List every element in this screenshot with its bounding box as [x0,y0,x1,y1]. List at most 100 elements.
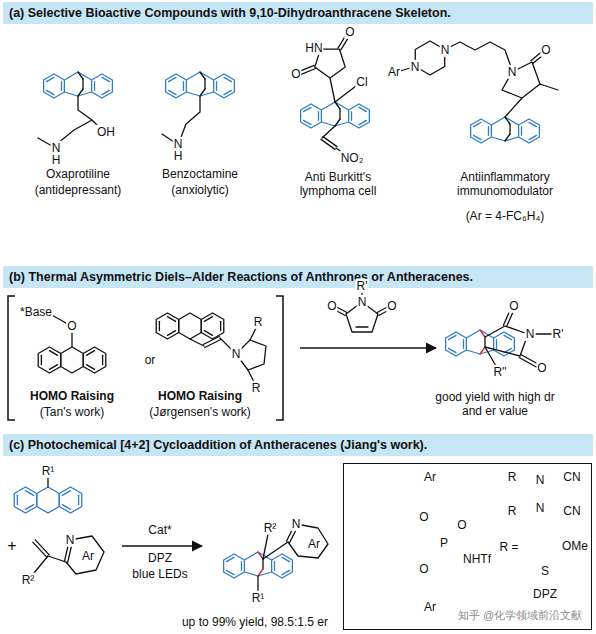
bond [250,328,256,340]
compound-name: Anti Burkitt's lymphoma cell [287,170,389,199]
strategy-label: HOMO Raising [29,389,115,403]
bond [322,126,335,138]
atom-label: OMe [561,540,589,554]
work-note: (Tan's work) [39,405,105,419]
bond [505,117,510,124]
bond [169,77,176,81]
section-heading: (a) Selective Bioactive Compounds with 9… [9,5,587,21]
bond [102,355,103,364]
bond [78,72,83,79]
bond [540,84,558,90]
condition-label: Cat* [147,523,172,537]
atom-label: O [456,519,467,533]
bond [258,552,263,559]
bond [491,117,518,125]
condition-label: DPZ [147,551,173,565]
atom-label: H [173,149,184,163]
atom-label: N [65,533,76,547]
bond [505,134,510,141]
bond [201,313,224,339]
atom-label: O [326,299,337,313]
bond [304,120,311,124]
bond [204,317,212,322]
bond [62,491,70,496]
bond [509,124,510,134]
plus-sign: + [6,536,17,555]
compound-note: (Ar = 4-FC₆H₄) [465,209,546,223]
atom-label: R [507,471,518,485]
bond [359,107,366,111]
atom-label: O [418,511,429,525]
compound-note: (antidepressant) [34,183,123,197]
bond [480,330,485,337]
bond [485,326,528,356]
bond [68,545,72,562]
bond [82,79,83,89]
bond [445,42,512,70]
atom-label: Cl [355,75,368,89]
bracket [276,296,283,420]
connector-word: or [144,353,157,367]
bond [58,120,92,143]
bond [282,570,289,574]
bond [166,74,187,98]
bond [102,77,109,81]
bond [47,77,54,81]
bond [484,337,485,347]
bond [49,351,57,356]
bond [529,135,536,139]
bond [156,313,179,339]
bond [262,559,263,569]
section-heading: (b) Thermal Asymmetric Diels–Alder React… [9,269,587,285]
bond [480,347,485,354]
atom-label: N [231,347,242,361]
atom-label: NO₂ [340,151,365,165]
bond [505,98,522,117]
bond [180,96,200,140]
bond [200,72,205,79]
bond [258,569,263,576]
bond [200,89,205,96]
atom-label: N [507,65,518,79]
atom-label: N [291,517,302,531]
bond [49,365,57,370]
compound-note: (anxiolytic) [170,183,229,197]
bond [25,505,33,510]
bond [62,505,70,510]
bond [471,119,492,143]
work-note: (Jørgensen's work) [148,405,252,419]
atom-label: N [357,295,368,309]
bond [167,331,175,336]
bond [485,347,496,366]
atom-label: Ar [387,65,401,79]
bond [220,321,221,330]
bond [14,487,37,513]
atom-label: O [290,67,301,81]
bond [94,82,95,91]
atom-label: O [508,299,519,313]
section-band: (a) Selective Bioactive Compounds with 9… [3,2,593,24]
atom-label: R [253,315,264,329]
atom-label: Ar [307,537,321,551]
bond [179,313,202,339]
atom-label: S [540,565,550,579]
bond [304,107,311,111]
bond [17,495,18,504]
atom-label: *Base [19,305,53,319]
bond [323,137,337,147]
bond [86,351,94,356]
bond [257,576,258,591]
bond [38,347,61,373]
bond [519,119,540,143]
bond [183,82,184,91]
bond [301,69,316,75]
bond [321,102,348,110]
bond [78,495,79,504]
bond [496,340,497,349]
bond [349,104,370,128]
section-band: (c) Photochemical [4+2] Cycloaddition of… [3,434,593,456]
atom-label: R [251,381,262,395]
atom-label: R² [263,521,278,535]
bond [521,127,522,136]
